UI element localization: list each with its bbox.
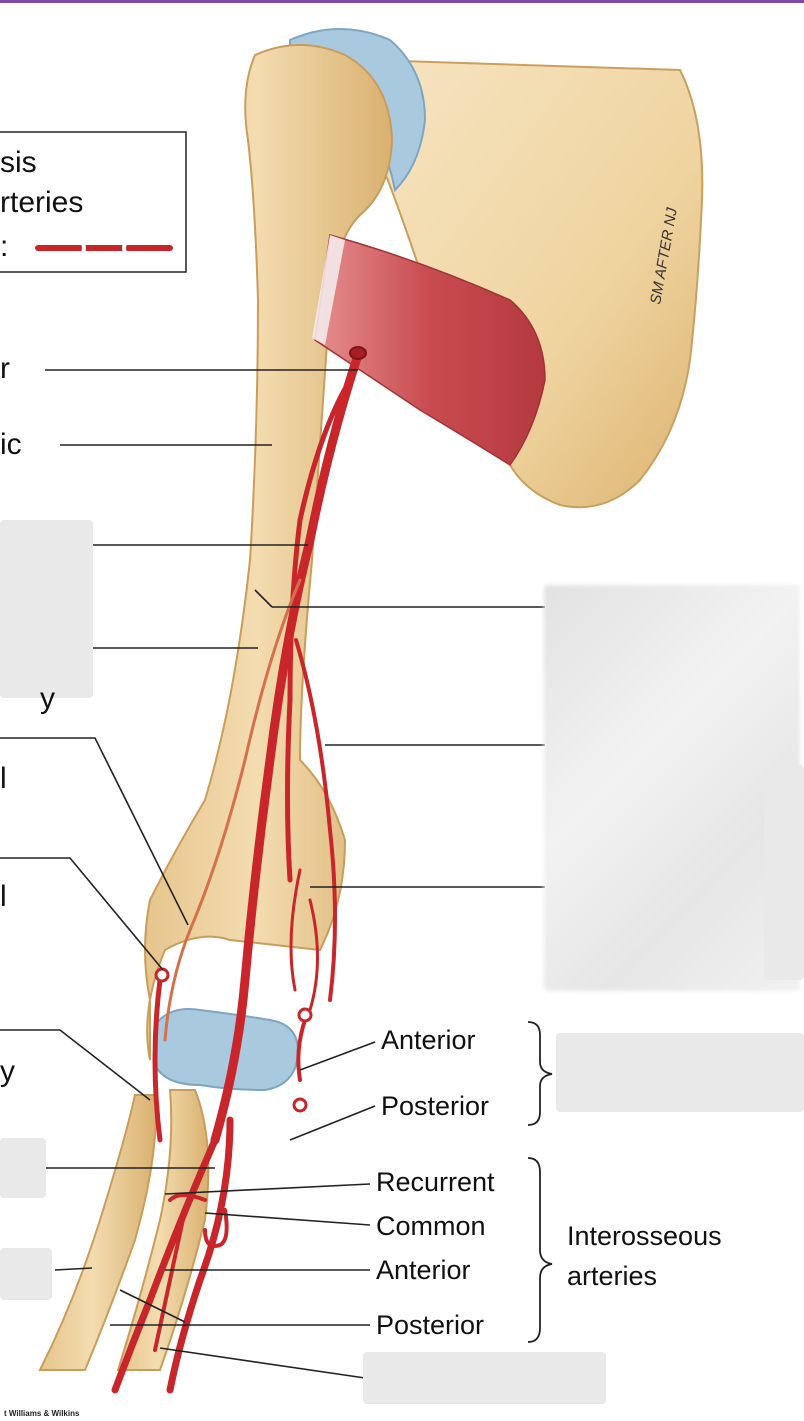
- label-interosseous-group-2: arteries: [567, 1261, 657, 1291]
- fragment-label-or: r: [0, 352, 10, 386]
- leader-l2: [0, 858, 163, 970]
- label-recurrent-posterior: Posterior: [381, 1091, 489, 1121]
- redacted-label-left-2: [0, 1138, 46, 1198]
- publisher-credit: t Williams & Wilkins: [4, 1409, 79, 1418]
- redacted-label-left-1: [0, 520, 93, 698]
- redacted-label-left-3: [0, 1248, 52, 1300]
- braces: [528, 1022, 552, 1342]
- label-interosseous-group-1: Interosseous: [567, 1221, 722, 1251]
- legend-line-3: :: [0, 230, 8, 264]
- leader-common: [205, 1213, 370, 1225]
- anastomosis-marker-1: [156, 969, 168, 981]
- fragment-label-l1: l: [0, 762, 7, 796]
- redacted-label-right-2: [764, 765, 804, 980]
- posterior-ulnar-recurrent: [298, 1020, 305, 1080]
- top-rule: [0, 0, 804, 3]
- interosseous-brace: [528, 1158, 552, 1342]
- leader-anterior-rec: [300, 1042, 375, 1070]
- recurrent-brace: [528, 1022, 552, 1125]
- legend-line-1: sis: [0, 146, 37, 180]
- label-interosseous-common: Common: [376, 1211, 486, 1241]
- redacted-label-bottom: [363, 1352, 606, 1404]
- fragment-label-l2: l: [0, 880, 7, 914]
- fragment-label-y2: y: [0, 1055, 15, 1089]
- leader-bottom: [160, 1348, 365, 1378]
- redacted-label-right-1: [544, 585, 800, 991]
- label-interosseous-anterior: Anterior: [376, 1255, 471, 1285]
- label-interosseous-recurrent: Recurrent: [376, 1167, 495, 1197]
- leader-y2: [0, 1030, 150, 1100]
- label-interosseous-posterior: Posterior: [376, 1310, 484, 1340]
- anastomosis-marker-2: [299, 1009, 311, 1021]
- anastomosis-marker-3: [294, 1099, 306, 1111]
- fragment-label-y1: y: [40, 682, 55, 716]
- label-recurrent-anterior: Anterior: [381, 1025, 476, 1055]
- redacted-label-recurrent-group: [556, 1033, 804, 1112]
- axillary-artery-stump: [350, 347, 366, 359]
- fragment-label-ic: ic: [0, 428, 22, 462]
- legend-line-2: rteries: [0, 186, 83, 220]
